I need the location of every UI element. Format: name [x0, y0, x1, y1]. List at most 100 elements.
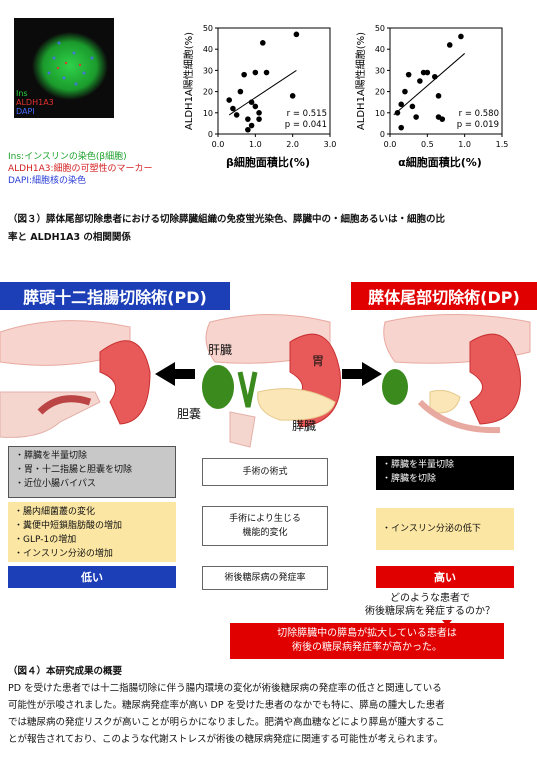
stain-legend-aldh1a3: ALDH1A3:細胞の可塑性のマーカー: [8, 164, 153, 174]
summary-paragraph: PD を受けた患者では十二指腸切除に伴う腸内環境の変化が術後糖尿病の発症率の低さ…: [8, 680, 528, 748]
y-tick-label: 50: [203, 24, 213, 33]
left-arrow-icon: [155, 362, 195, 386]
x-tick-label: 1.0: [458, 140, 471, 149]
dp-procedure-item: ・脾臓を切除: [382, 474, 437, 484]
islet-micrograph: Ins ALDH1A3 DAPI: [14, 18, 114, 118]
plot-frame: [389, 27, 503, 135]
data-point: [458, 33, 464, 40]
data-point: [256, 116, 262, 122]
x-tick-label: 2.0: [286, 140, 299, 149]
label-liver: 肝臓: [208, 343, 233, 357]
y-tick-label: 0: [380, 130, 385, 139]
pd-change-item: ・糞便中短鎖脂肪酸の増加: [14, 521, 123, 531]
center-label-incidence: 術後糖尿病の発症率: [202, 566, 328, 590]
correlation-stat: r = 0.515: [287, 109, 327, 119]
summary-line: では糖尿病の発症リスクが高いことが明らかになりました。肥満や高血糖などにより膵島…: [8, 717, 445, 728]
dp-title: 膵体尾部切除術(DP): [351, 282, 537, 310]
center-organ-diagram: [202, 314, 341, 448]
trend-line: [228, 69, 297, 116]
y-tick-label: 30: [375, 66, 385, 75]
data-point: [293, 31, 300, 38]
stain-legend-ins: Ins:インスリンの染色(β細胞): [8, 152, 127, 162]
data-point: [409, 103, 416, 110]
y-tick-label: 10: [203, 109, 213, 118]
data-point: [245, 116, 251, 122]
data-point: [263, 69, 270, 76]
x-tick-label: 1.0: [249, 140, 262, 149]
y-tick-label: 10: [375, 109, 385, 118]
data-point: [252, 103, 259, 110]
x-tick-label: 1.5: [496, 140, 509, 149]
y-axis-label: ALDH1A陽性細胞(%): [182, 32, 195, 130]
data-point: [424, 69, 431, 76]
dp-changes-box: ・インスリン分泌の低下: [376, 508, 514, 550]
label-pancreas: 膵臓: [292, 419, 317, 433]
x-tick-label: 0.0: [384, 140, 397, 149]
label-gallbladder: 胆嚢: [177, 407, 202, 421]
data-point: [260, 40, 266, 46]
fig3-caption-line-2: 率と ALDH1A3 の相関関係: [8, 232, 131, 243]
y-tick-label: 40: [375, 45, 385, 54]
y-tick-label: 20: [375, 88, 385, 97]
correlation-stat: r = 0.580: [459, 109, 499, 119]
correlation-stat: p = 0.041: [285, 120, 327, 130]
data-point: [230, 105, 236, 112]
center-label-function: 手術により生じる 機能的変化: [202, 506, 328, 546]
pd-change-item: ・腸内細菌叢の変化: [14, 507, 96, 517]
question-text: どのような患者で 術後糖尿病を発症するのか？: [330, 592, 530, 618]
center-function-line: 機能的変化: [242, 528, 288, 538]
data-point: [248, 122, 255, 129]
x-tick-label: 3.0: [324, 140, 337, 149]
correlation-stat: p = 0.019: [457, 120, 499, 130]
question-line: 術後糖尿病を発症するのか？: [365, 606, 495, 617]
summary-line: PD を受けた患者では十二指腸切除に伴う腸内環境の変化が術後糖尿病の発症率の低さ…: [8, 683, 442, 694]
data-point: [413, 114, 419, 120]
y-tick-label: 40: [203, 45, 213, 54]
x-tick-label: 0.5: [421, 140, 434, 149]
overlay-label-aldh1a3: ALDH1A3: [16, 98, 54, 107]
answer-box: 切除膵臓中の膵島が拡大している患者は 術後の糖尿病発症率が高かった。: [230, 623, 504, 659]
dp-organ-diagram: [382, 314, 531, 434]
pd-change-item: ・インスリン分泌の増加: [14, 549, 113, 559]
dp-change-item: ・インスリン分泌の低下: [382, 524, 481, 534]
x-tick-label: 0.0: [212, 140, 225, 149]
data-point: [241, 71, 247, 78]
dp-risk-bar: 高い: [376, 566, 514, 588]
right-arrow-icon: [342, 362, 382, 386]
summary-line: とが報告されており、このような代謝ストレスが術後の糖尿病発症に関連する可能性が考…: [8, 734, 444, 745]
data-point: [256, 110, 262, 116]
pd-procedure-item: ・近位小腸バイパス: [15, 479, 96, 489]
y-tick-label: 30: [203, 66, 213, 75]
pd-changes-box: ・腸内細菌叢の変化 ・糞便中短鎖脂肪酸の増加 ・GLP-1の増加 ・インスリン分…: [8, 502, 176, 562]
pd-risk-bar: 低い: [8, 566, 176, 588]
data-point: [417, 78, 423, 84]
data-point: [435, 93, 442, 99]
stain-legend-dapi: DAPI:細胞核の染色: [8, 176, 87, 186]
summary-line: 可能性が示唆されました。糖尿病発症率が高い DP を受けた患者のなかでも特に、膵…: [8, 700, 445, 711]
label-stomach: 胃: [312, 354, 325, 368]
x-axis-label: α細胞面積比(%): [398, 155, 482, 169]
y-tick-label: 0: [208, 130, 213, 139]
surgery-illustration: [0, 314, 531, 448]
y-axis-label: ALDH1A陽性細胞(%): [354, 32, 367, 130]
fig3-caption-line-1: （図３）膵体尾部切除患者における切除膵臓組織の免疫蛍光染色、膵臓中の・細胞あるい…: [8, 214, 446, 225]
micrograph-image: [32, 32, 108, 100]
x-axis-label: β細胞面積比(%): [226, 155, 310, 169]
data-point: [402, 88, 408, 95]
data-point: [446, 42, 453, 48]
answer-line: 切除膵臓中の膵島が拡大している患者は: [277, 628, 457, 639]
y-tick-label: 50: [375, 24, 385, 33]
pd-organ-diagram: [0, 320, 151, 438]
data-point: [405, 71, 412, 78]
pd-change-item: ・GLP-1の増加: [14, 535, 77, 545]
alpha-cell-scatter-chart: 0 10 20 30 40 50 0.0 0.5 1.0 1.5 ALDH1A陽性細胞(%) α細胞面…: [354, 24, 509, 169]
pd-procedure-item: ・膵臓を半量切除: [15, 451, 88, 461]
answer-line: 術後の糖尿病発症率が高かった。: [292, 642, 442, 653]
data-point: [226, 97, 232, 103]
overlay-label-dapi: DAPI: [16, 107, 35, 116]
pd-title: 膵頭十二指腸切除術(PD): [0, 282, 230, 310]
pd-procedure-item: ・胃・十二指腸と胆嚢を切除: [15, 465, 133, 475]
data-point: [237, 88, 244, 95]
micrograph-overlay-legend: Ins ALDH1A3 DAPI: [16, 89, 54, 116]
data-point: [245, 126, 251, 133]
